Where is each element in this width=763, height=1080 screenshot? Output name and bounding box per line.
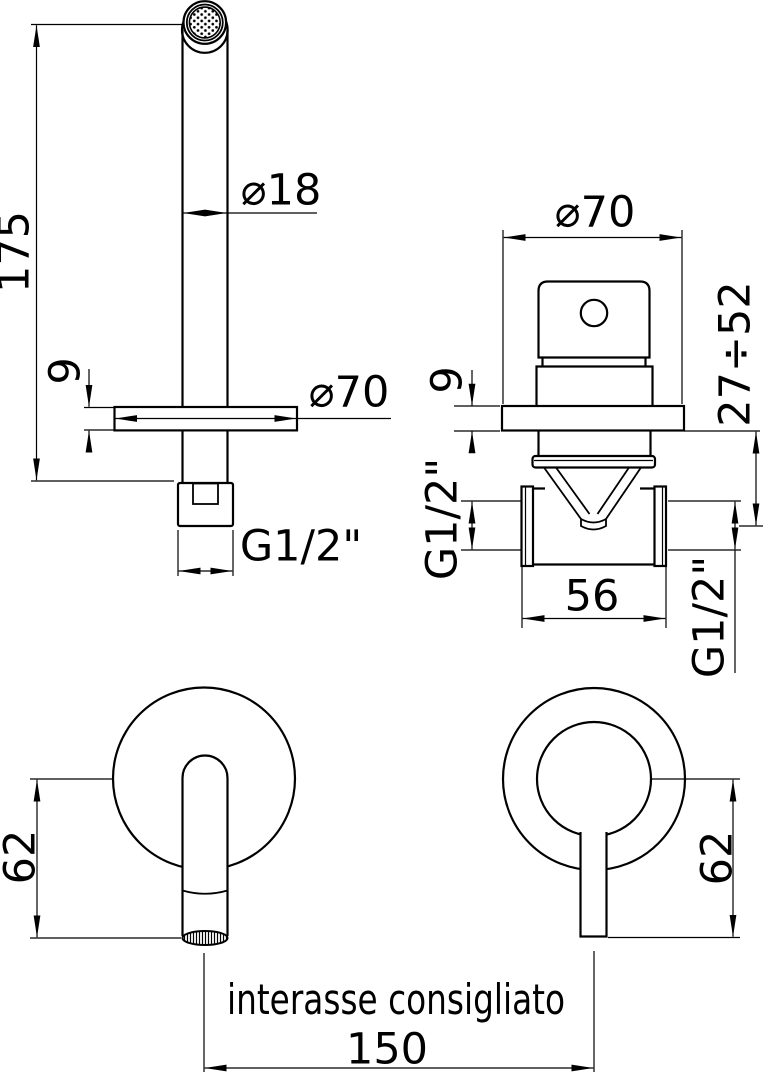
handle-neck	[541, 357, 647, 366]
dim-label-spout-thread: G1/2"	[239, 521, 363, 572]
dim-label-mixer-flange-thk: 9	[422, 366, 473, 394]
spout-front-view	[111, 686, 297, 946]
dim-label-spout-flange-thk: 9	[40, 357, 91, 385]
mixer-side-view	[500, 280, 686, 568]
interaxis-dimension	[203, 951, 595, 1072]
spout-side-dimensions	[31, 23, 391, 576]
valve-end-cap-left	[520, 485, 535, 568]
spout-tube-front-fill	[182, 755, 228, 936]
valve-lip	[531, 454, 657, 469]
aerator-front	[181, 930, 229, 946]
dim-label-thread-right: G1/2"	[684, 555, 735, 679]
dim-label-mixer-flange-dia: ⌀70	[554, 187, 636, 238]
handle-screw-hole	[579, 298, 609, 328]
mixer-handle-cap	[537, 280, 651, 359]
dim-label-projection-175: 175	[0, 210, 40, 294]
mixer-escutcheon	[535, 365, 654, 407]
dim-label-depth-range: 27÷52	[710, 281, 761, 427]
dim-label-spout-flange-dia: ⌀70	[308, 367, 390, 418]
aerator-rim-inner	[185, 3, 224, 42]
dim-label-lever-drop: 62	[692, 830, 743, 886]
spout-side-view	[113, 0, 299, 528]
lever-fill	[580, 832, 607, 937]
valve-body	[533, 487, 654, 566]
spout-connector-facet	[192, 482, 219, 505]
aerator-mesh	[188, 6, 222, 39]
mixer-hub-front	[535, 720, 653, 838]
valve-funnel	[543, 466, 642, 531]
mixer-side-dimensions	[454, 230, 763, 673]
cartridge-housing	[537, 430, 652, 456]
dim-label-tube-diameter: ⌀18	[240, 165, 322, 216]
front-view-dimensions	[30, 778, 740, 939]
aerator-joint-line	[182, 889, 228, 895]
spout-tube-front	[181, 754, 229, 936]
dim-label-body-width: 56	[564, 571, 620, 622]
mixer-lever	[579, 832, 608, 938]
dim-label-spout-drop: 62	[0, 829, 46, 885]
valve-end-cap-right	[653, 485, 668, 568]
mixer-wall-flange	[500, 404, 686, 432]
mixer-front-view	[501, 686, 687, 938]
dim-label-thread-left: G1/2"	[417, 457, 468, 581]
interaxis-note: interasse consigliato	[226, 975, 566, 1024]
dim-label-interaxis-150: 150	[345, 1024, 429, 1075]
